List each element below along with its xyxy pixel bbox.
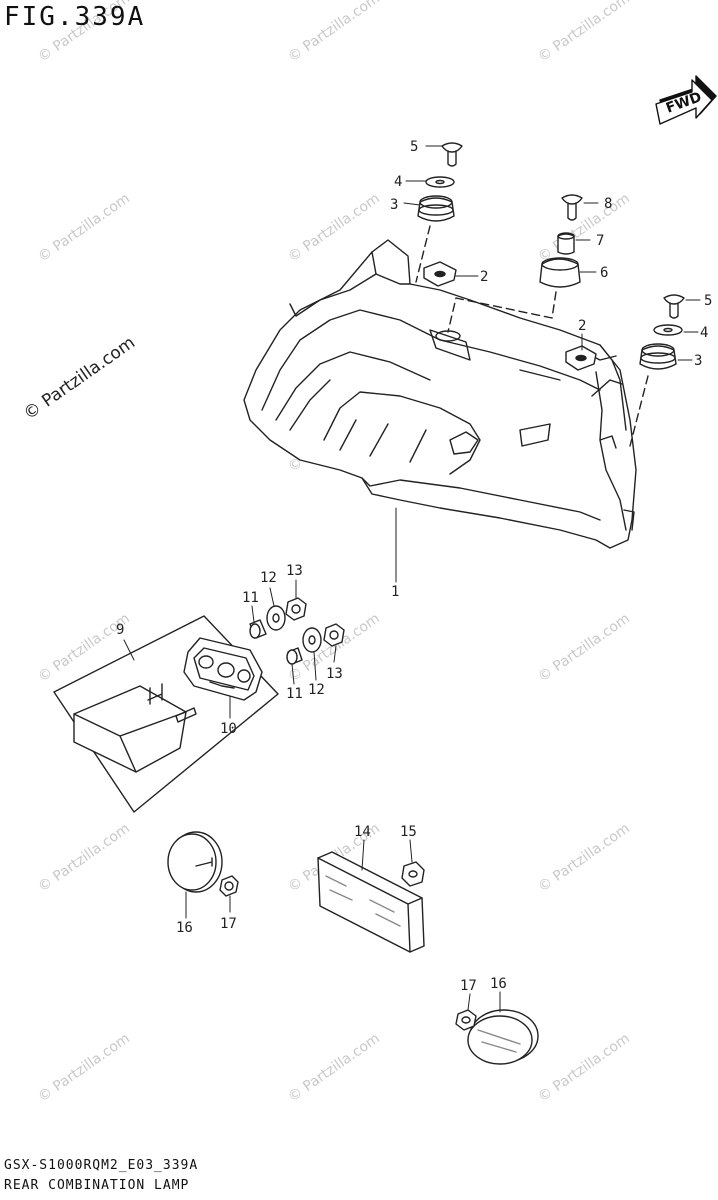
hardware-lower bbox=[286, 623, 345, 665]
callout-4-right: 4 bbox=[700, 325, 708, 341]
diagram-code: GSX-S1000RQM2_E03_339A bbox=[4, 1158, 199, 1173]
callout-16-left: 16 bbox=[176, 920, 193, 936]
callout-11-lower: 11 bbox=[286, 686, 303, 702]
callout-15: 15 bbox=[400, 824, 417, 840]
reflector-round-right bbox=[455, 1009, 539, 1065]
lamp-gasket bbox=[183, 637, 263, 701]
reflector-rect bbox=[317, 851, 425, 953]
callout-9: 9 bbox=[116, 622, 124, 638]
mount-stack-right-top bbox=[447, 194, 583, 333]
tail-housing bbox=[243, 239, 637, 549]
callout-12-upper: 12 bbox=[260, 570, 277, 586]
callout-2-right: 2 bbox=[578, 318, 586, 334]
callout-1: 1 bbox=[391, 584, 399, 600]
callout-3-right: 3 bbox=[694, 353, 702, 369]
callout-8: 8 bbox=[604, 196, 612, 212]
callout-14: 14 bbox=[354, 824, 371, 840]
callout-10: 10 bbox=[220, 721, 237, 737]
callout-6: 6 bbox=[600, 265, 608, 281]
callout-3-left: 3 bbox=[390, 197, 398, 213]
mount-stack-right bbox=[629, 294, 685, 447]
fwd-arrow-icon: FWD bbox=[655, 75, 717, 125]
callout-5-right: 5 bbox=[704, 293, 712, 309]
callout-16-right: 16 bbox=[490, 976, 507, 992]
diagram-name: REAR COMBINATION LAMP bbox=[4, 1178, 190, 1193]
figure-title: FIG.339A bbox=[4, 2, 146, 32]
callout-13-lower: 13 bbox=[326, 666, 343, 682]
callout-2-left: 2 bbox=[480, 269, 488, 285]
lamp-assembly-box bbox=[53, 615, 279, 813]
callout-17-right: 17 bbox=[460, 978, 477, 994]
callout-12-lower: 12 bbox=[308, 682, 325, 698]
reflector-round-left bbox=[167, 831, 239, 897]
callout-4-left: 4 bbox=[394, 174, 402, 190]
callout-13-upper: 13 bbox=[286, 563, 303, 579]
mount-stack-left bbox=[415, 142, 463, 283]
callout-17-left: 17 bbox=[220, 916, 237, 932]
callout-5-left: 5 bbox=[410, 139, 418, 155]
leader-lines bbox=[123, 145, 701, 1013]
clip-nut-left bbox=[423, 261, 457, 287]
callout-numbers: 5 4 3 2 8 7 6 5 4 3 2 1 9 10 11 12 13 11… bbox=[116, 139, 712, 994]
callout-11-upper: 11 bbox=[242, 590, 259, 606]
callout-7: 7 bbox=[596, 233, 604, 249]
hardware-upper bbox=[249, 597, 307, 639]
